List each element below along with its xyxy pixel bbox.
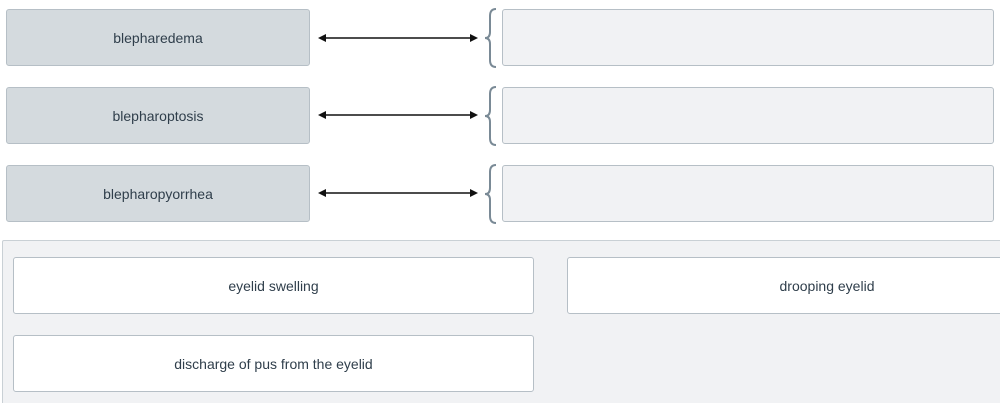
term-label: blepharoptosis — [112, 107, 204, 124]
double-headed-arrow-icon — [318, 189, 478, 197]
left-curly-brace-icon — [484, 8, 497, 68]
drop-target-2[interactable] — [502, 87, 994, 144]
answer-label: drooping eyelid — [779, 277, 875, 294]
term-item-blepharoptosis: blepharoptosis — [6, 87, 310, 144]
term-label: blepharopyorrhea — [103, 185, 213, 202]
answer-bank: eyelid swelling drooping eyelid discharg… — [2, 240, 1000, 403]
drop-target-1[interactable] — [502, 9, 994, 66]
term-item-blepharopyorrhea: blepharopyorrhea — [6, 165, 310, 222]
term-item-blepharedema: blepharedema — [6, 9, 310, 66]
answer-chip-eyelid-swelling[interactable]: eyelid swelling — [13, 257, 534, 314]
answer-label: discharge of pus from the eyelid — [174, 355, 373, 372]
term-label: blepharedema — [113, 29, 203, 46]
double-headed-arrow-icon — [318, 111, 478, 119]
answer-label: eyelid swelling — [228, 277, 319, 294]
left-curly-brace-icon — [484, 86, 497, 146]
double-headed-arrow-icon — [318, 34, 478, 42]
left-curly-brace-icon — [484, 164, 497, 224]
answer-chip-drooping-eyelid[interactable]: drooping eyelid — [567, 257, 1000, 314]
answer-chip-discharge-of-pus[interactable]: discharge of pus from the eyelid — [13, 335, 534, 392]
drop-target-3[interactable] — [502, 165, 994, 222]
